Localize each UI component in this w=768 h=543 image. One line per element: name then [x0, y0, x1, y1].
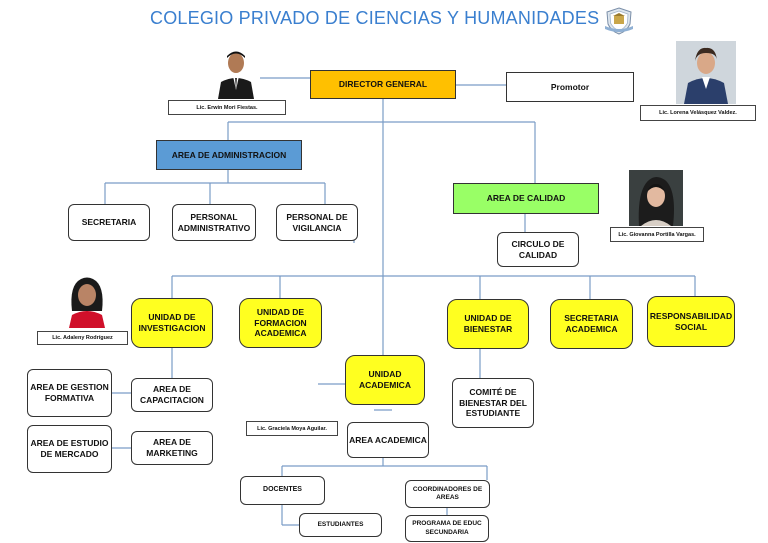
investigacion-name-label: Lic. Adaleny Rodríguez [37, 331, 128, 345]
circulo-calidad-box: CIRCULO DE CALIDAD [497, 232, 579, 267]
secretaria-box: SECRETARIA [68, 204, 150, 241]
personal-vigilancia-box: PERSONAL DE VIGILANCIA [276, 204, 358, 241]
area-gestion-formativa-box: AREA DE GESTION FORMATIVA [27, 369, 112, 417]
promotor-box: Promotor [506, 72, 634, 102]
investigacion-photo [63, 273, 111, 328]
calidad-photo [629, 170, 683, 226]
academica-name-label: Lic. Graciela Moya Aguilar. [246, 421, 338, 436]
area-marketing-box: AREA DE MARKETING [131, 431, 213, 465]
calidad-name-label: Lic. Giovanna Portilla Vargas. [610, 227, 704, 242]
promotor-name-label: Lic. Lorena Velásquez Valdez. [640, 105, 756, 121]
comite-bienestar-box: COMITÉ DE BIENESTAR DEL ESTUDIANTE [452, 378, 534, 428]
area-academica-box: AREA ACADEMICA [347, 422, 429, 458]
school-crest-icon [602, 6, 636, 36]
unidad-formacion-academica-box: UNIDAD DE FORMACION ACADEMICA [239, 298, 322, 348]
director-general-box: DIRECTOR GENERAL [310, 70, 456, 99]
responsabilidad-social-box: RESPONSABILIDAD SOCIAL [647, 296, 735, 347]
programa-educ-secundaria-box: PROGRAMA DE EDUC SECUNDARIA [405, 515, 489, 542]
secretaria-academica-box: SECRETARIA ACADEMICA [550, 299, 633, 349]
unidad-investigacion-box: UNIDAD DE INVESTIGACION [131, 298, 213, 348]
area-capacitacion-box: AREA DE CAPACITACION [131, 378, 213, 412]
promotor-photo [676, 41, 736, 104]
personal-administrativo-box: PERSONAL ADMINISTRATIVO [172, 204, 256, 241]
coordinadores-areas-box: COORDINADORES DE AREAS [405, 480, 490, 508]
docentes-box: DOCENTES [240, 476, 325, 505]
director-photo [212, 46, 260, 99]
area-estudio-mercado-box: AREA DE ESTUDIO DE MERCADO [27, 425, 112, 473]
unidad-bienestar-box: UNIDAD DE BIENESTAR [447, 299, 529, 349]
estudiantes-box: ESTUDIANTES [299, 513, 382, 537]
area-administracion-box: AREA DE ADMINISTRACION [156, 140, 302, 170]
unidad-academica-box: UNIDAD ACADEMICA [345, 355, 425, 405]
area-calidad-box: AREA DE CALIDAD [453, 183, 599, 214]
page-title: COLEGIO PRIVADO DE CIENCIAS Y HUMANIDADE… [150, 8, 600, 28]
director-name-label: Lic. Erwin Mori Fiestas. [168, 100, 286, 115]
